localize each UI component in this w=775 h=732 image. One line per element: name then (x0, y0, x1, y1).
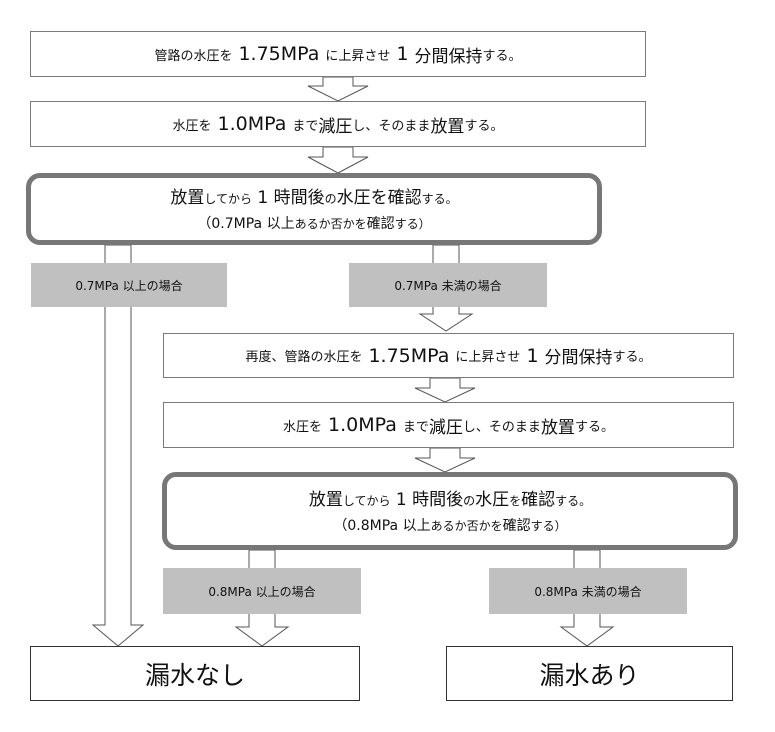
step-reduce-pressure: 水圧を 1.0MPa まで 減圧 し、そのまま 放置 する。 (30, 101, 646, 147)
result-leak: 漏水あり (446, 646, 733, 701)
step3-minutes: 1 (526, 344, 539, 367)
check-pressure-2: 放置してから 1 時間後の水圧を確認する。 （0.8MPa 以上あるか否かを確認… (162, 472, 738, 550)
check2-l1-h: する。 (555, 493, 592, 508)
label-above-0-8: 0.8MPa 以上の場合 (163, 568, 361, 614)
check2-l1-e: 水圧 (475, 489, 510, 510)
check2-l1-d: の (463, 493, 476, 508)
check2-line2: （0.8MPa 以上あるか否かを確認する） (333, 515, 566, 537)
check2-l1-b: してから (342, 493, 391, 508)
label-below-0-7: 0.7MPa 未満の場合 (349, 263, 547, 307)
step4-text-d: 減圧 (428, 417, 463, 438)
step2-text-g: する。 (464, 118, 504, 134)
step-reduce-pressure-again: 水圧を 1.0MPa まで 減圧 し、そのまま 放置 する。 (163, 402, 734, 448)
step3-text-e: 分間保持 (544, 348, 613, 368)
arrow-step1-to-step2 (307, 76, 369, 102)
step4-text-f: 放置 (540, 417, 575, 438)
check1-l1-f: する。 (421, 191, 458, 206)
step2-text-d: 減圧 (318, 116, 353, 137)
check1-l2-b: あるか否かを (294, 216, 367, 231)
check1-l2-a: （0.7MPa 以上 (197, 215, 295, 232)
result-no-leak: 漏水なし (30, 646, 360, 701)
step1-text-f: する。 (482, 48, 522, 64)
step3-pressure: 1.75MPa (368, 344, 450, 367)
step1-minutes: 1 (396, 43, 409, 65)
check-pressure-1: 放置してから 1 時間後の水圧を確認する。 （0.7MPa 以上あるか否かを確認… (26, 173, 602, 245)
step-raise-pressure-again: 再度、管路の水圧を 1.75MPa に上昇させ 1 分間保持 する。 (163, 333, 734, 378)
step2-pressure: 1.0MPa (217, 113, 287, 135)
check1-line1: 放置してから 1 時間後の水圧を確認する。 (170, 184, 457, 213)
step4-pressure: 1.0MPa (328, 414, 397, 436)
check1-l1-d: の (324, 191, 337, 206)
step4-text-c: まで (402, 419, 429, 435)
step2-text-e: し、そのまま (352, 118, 431, 134)
step1-text-a: 管路の水圧を (154, 48, 233, 64)
step3-text-f: する。 (612, 350, 652, 365)
check1-line2: （0.7MPa 以上あるか否かを確認する） (197, 213, 430, 235)
check1-l2-c: 確認 (366, 215, 395, 232)
step4-text-e: し、そのまま (462, 419, 541, 435)
step4-text-g: する。 (574, 419, 614, 435)
arrow-step2-to-check1 (307, 146, 369, 174)
check2-l2-c: 確認 (502, 517, 531, 534)
result-no-leak-text: 漏水なし (144, 660, 245, 690)
check1-l1-c: 1 時間後 (257, 187, 325, 208)
check2-line1: 放置してから 1 時間後の水圧を確認する。 (309, 486, 591, 515)
step2-text-f: 放置 (430, 116, 465, 137)
result-leak-text: 漏水あり (539, 660, 640, 690)
check2-l1-g: 確認 (521, 489, 556, 510)
check2-l2-a: （0.8MPa 以上 (333, 517, 431, 534)
check2-l1-f: を (509, 493, 522, 508)
label-below-0-8: 0.8MPa 未満の場合 (489, 568, 687, 614)
arrow-check1-to-no-leak (91, 244, 145, 647)
check1-l1-e: 水圧を確認 (336, 187, 422, 208)
check1-l1-b: してから (204, 191, 252, 206)
step1-text-e: 分間保持 (414, 46, 483, 67)
step2-text-c: まで (292, 118, 319, 134)
arrow-step4-to-check2 (414, 447, 476, 473)
step2-text-a: 水圧を (172, 118, 212, 134)
check2-l1-a: 放置 (308, 489, 343, 510)
arrow-step3-to-step4 (414, 377, 476, 403)
check2-l2-b: あるか否かを (430, 518, 503, 533)
check1-l2-d: する） (394, 216, 431, 231)
step-raise-pressure: 管路の水圧を 1.75MPa に上昇させ 1 分間保持 する。 (30, 31, 646, 77)
step1-text-c: に上昇させ (325, 48, 391, 64)
step1-pressure: 1.75MPa (238, 43, 320, 65)
label-above-0-7: 0.7MPa 以上の場合 (31, 263, 227, 307)
step3-text-a: 再度、管路の水圧を (245, 350, 363, 365)
check1-l1-a: 放置 (170, 187, 205, 208)
step4-text-a: 水圧を (283, 419, 323, 435)
check2-l2-d: する） (530, 518, 567, 533)
step3-text-c: に上昇させ (455, 350, 521, 365)
check2-l1-c: 1 時間後 (395, 489, 464, 510)
